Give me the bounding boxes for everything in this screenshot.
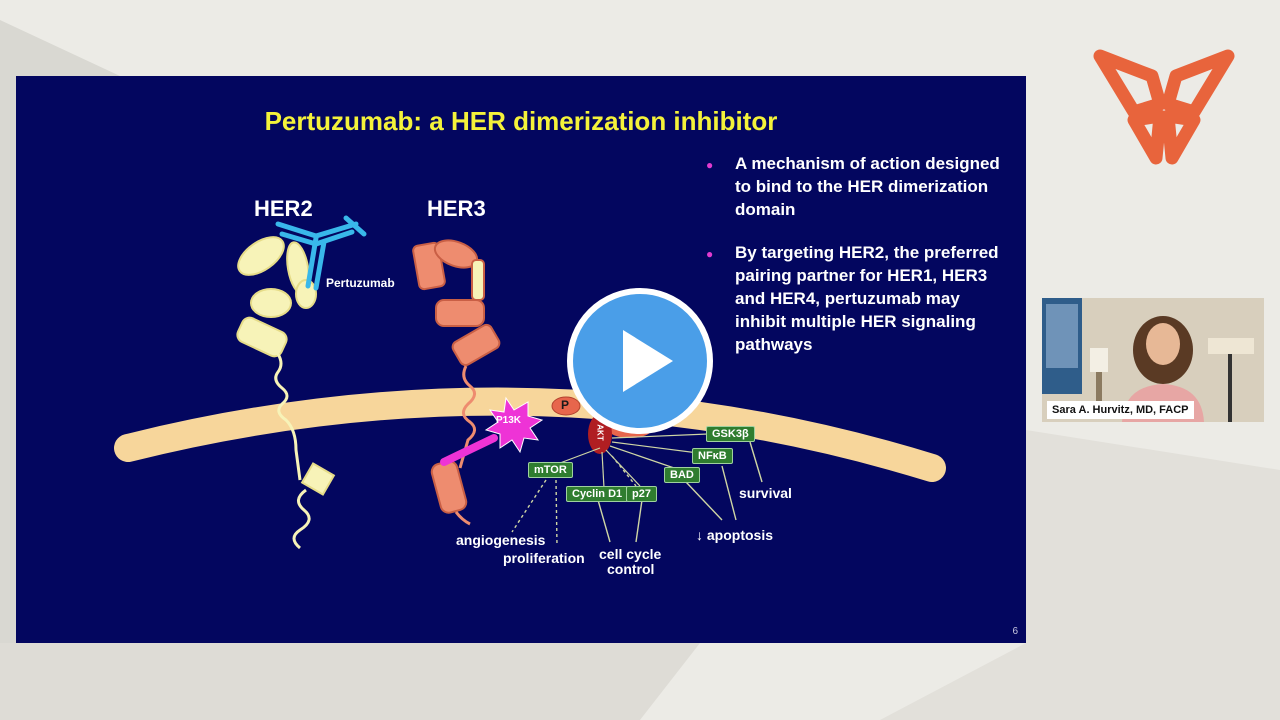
her2-receptor (236, 236, 336, 496)
control-label: control (607, 561, 655, 577)
mtor-box: mTOR (528, 462, 573, 478)
p-label: P (561, 398, 570, 412)
pi3k-star (484, 396, 544, 454)
proliferation-label: proliferation (503, 550, 585, 566)
cell-membrane (114, 387, 946, 482)
presentation-slide: Pertuzumab: a HER dimerization inhibitor… (16, 76, 1026, 643)
bullet-text: A mechanism of action designed to bind t… (735, 154, 1000, 219)
cell-cycle-label: cell cycle (599, 546, 662, 562)
cyclin-d1-box: Cyclin D1 (566, 486, 629, 502)
play-icon (623, 330, 673, 392)
speaker-name: Sara A. Hurvitz, MD, FACP (1047, 401, 1194, 419)
bad-box: BAD (664, 467, 700, 483)
bullet-list: ● A mechanism of action designed to bind… (706, 152, 1006, 376)
pertuzumab-label: Pertuzumab (326, 276, 395, 290)
her3-label: HER3 (427, 196, 486, 221)
bullet-item: ● A mechanism of action designed to bind… (706, 152, 1006, 221)
her2-label: HER2 (254, 196, 313, 221)
gsk3b-box: GSK3β (706, 426, 755, 442)
survival-label: survival (739, 485, 792, 501)
bullet-dot-icon: ● (706, 247, 714, 261)
angiogenesis-label: angiogenesis (456, 532, 546, 548)
p-circle (551, 396, 581, 416)
bullet-dot-icon: ● (706, 158, 714, 172)
slide-number: 6 (1012, 626, 1018, 637)
pi3k-label: P13K (496, 415, 522, 426)
butterfly-logo-icon (1093, 49, 1235, 165)
bullet-item: ● By targeting HER2, the preferred pairi… (706, 241, 1006, 356)
p27-box: p27 (626, 486, 657, 502)
webcam-video: Sara A. Hurvitz, MD, FACP (1042, 298, 1264, 422)
her3-receptor (412, 239, 501, 514)
pertuzumab-antibody (275, 215, 367, 291)
diagram (114, 215, 946, 550)
apoptosis-label: ↓ apoptosis (696, 527, 774, 543)
play-button[interactable] (567, 288, 713, 434)
slide-title: Pertuzumab: a HER dimerization inhibitor (264, 106, 778, 136)
bullet-text: By targeting HER2, the preferred pairing… (735, 243, 999, 354)
nfkb-box: NFκB (692, 448, 733, 464)
